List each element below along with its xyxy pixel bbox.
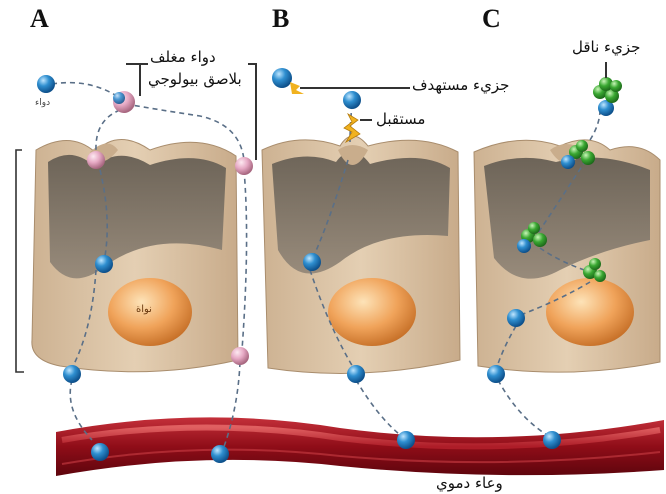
cell-bracket [16, 150, 24, 372]
drug-molecule-icon [91, 443, 109, 461]
biological-adhesive-label: بلاصق بيولوجي [148, 70, 242, 88]
coated-drug-core-icon [113, 92, 125, 104]
drug-molecule-icon [397, 431, 415, 449]
coated-drug-icon [235, 157, 253, 175]
blood-vessel-label: وعاء دموي [436, 474, 503, 492]
panel-label-c: C [482, 4, 501, 34]
coated-drug-icon [87, 151, 105, 169]
cell-b [262, 136, 460, 373]
coated-drug-label: دواء مغلف [150, 48, 216, 66]
drug-molecule-icon [507, 309, 525, 327]
drug-molecule-icon [211, 445, 229, 463]
target-molecule-label: جزيء مستهدف [412, 76, 509, 94]
panel-label-b: B [272, 4, 289, 34]
drug-molecule-icon [95, 255, 113, 273]
nucleus-label: نواة [136, 304, 152, 315]
carrier-molecule-icon [593, 77, 622, 103]
coated-drug-icon [231, 347, 249, 365]
drug-small-label: دواء [35, 98, 50, 108]
panel-label-a: A [30, 4, 49, 34]
nucleus-c [546, 278, 634, 346]
carrier-molecule-label: جزيء ناقل [572, 38, 640, 56]
drug-molecule-icon [487, 365, 505, 383]
drug-molecule-icon [63, 365, 81, 383]
blood-vessel [56, 417, 664, 476]
receptor-label: مستقبل [376, 110, 425, 128]
drug-molecule-icon [303, 253, 321, 271]
nucleus-b [328, 278, 416, 346]
cell-a [32, 139, 238, 371]
drug-molecule-icon [37, 75, 55, 93]
cell-c [474, 140, 660, 372]
drug-molecule-icon [543, 431, 561, 449]
drug-molecule-icon [343, 91, 361, 109]
drug-molecule-icon [347, 365, 365, 383]
drug-molecule-icon [272, 68, 292, 88]
